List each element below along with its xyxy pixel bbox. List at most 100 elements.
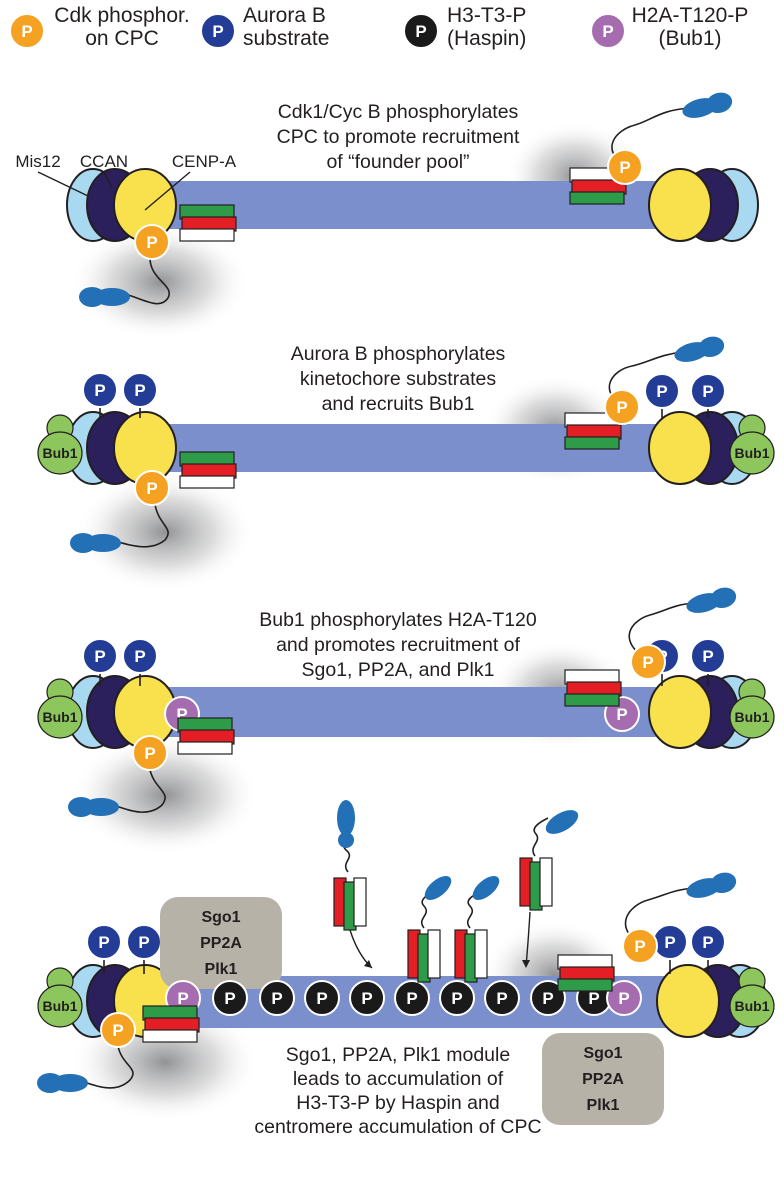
module-label: PP2A [582,1071,624,1088]
bub1: Bub1 [729,967,775,1028]
phospho-letter: P [361,989,372,1008]
aurora-phospho-icon [644,373,680,409]
legend-item-h3: P H3-T3-P (Haspin) [403,4,526,50]
bub1-label: Bub1 [735,998,770,1014]
ccan-label: CCAN [80,152,128,171]
cdk-phospho-icon [607,149,643,185]
cdk-phospho: P [607,149,643,185]
legend-label-line2: (Haspin) [447,27,526,50]
aurora-phospho: P [86,924,122,960]
aurora-phospho: P [122,638,158,674]
cenp-a [648,675,712,749]
h3-phospho: P [530,980,566,1016]
bub1-body [729,431,775,475]
aurora-phospho: P [690,373,726,409]
phospho-letter: P [702,933,713,952]
h3-phospho: P [484,980,520,1016]
phospho-letter: P [588,989,599,1008]
h3-phospho-icon [349,980,385,1016]
cpc-block [179,451,237,489]
panel-3: Bub1Bub1PPPPBub1 phosphorylates H2A-T120… [37,587,775,855]
aurora-phospho-icon [86,924,122,960]
phospho-letter: P [702,382,713,401]
module-label: Plk1 [205,961,238,978]
bub1-label: Bub1 [43,709,78,725]
cpc-linker [624,887,695,946]
cenp-a [648,411,712,485]
h3-phospho: P [304,980,340,1016]
cpc-linker [628,602,695,661]
cpc-strip [179,228,235,242]
cenp-a-label: CENP-A [172,152,237,171]
panel-caption-line: H3-T3-P by Haspin and [296,1092,499,1114]
cdk-phospho-icon [134,224,170,260]
aurora-phospho: P [82,372,118,408]
aurora-phospho-icon [690,638,726,674]
cpc-linker [117,503,169,548]
panel-caption-line: Cdk1/Cyc B phosphorylates [278,101,519,123]
cenp-a-pointer [144,171,191,211]
h2a-phospho-icon [590,13,626,49]
h3-phospho: P [439,980,475,1016]
panel-caption-line: and recruits Bub1 [322,393,475,415]
cpc-block [569,167,627,205]
module-label: Sgo1 [583,1045,622,1062]
cdk-phospho-icon [604,389,640,425]
cpc-block [557,954,615,992]
cpc-blob [706,92,733,114]
arrow-head [522,960,530,968]
module-box [542,1033,664,1125]
phospho-letter: P [618,989,629,1008]
phospho-letter: P [316,989,327,1008]
legend-label-line2: (Bub1) [658,27,721,50]
aurora-phospho-icon [82,638,118,674]
h3-phospho: P [259,980,295,1016]
h3-phospho-icon [530,980,566,1016]
aurora-phospho: P [690,638,726,674]
phospho-letter: P [146,233,157,252]
phospho-letter: P [642,653,653,672]
h3-phospho-icon [403,13,439,49]
legend-label-line1: Aurora B [243,4,326,27]
bub1-body [729,984,775,1028]
legend-label-line1: H3-T3-P [447,4,526,27]
cpc-blob [338,832,354,848]
cdk-phospho: P [604,389,640,425]
panel-caption-line: and promotes recruitment of [276,634,520,656]
h3-phospho-icon [394,980,430,1016]
h3-phospho-icon [259,980,295,1016]
legend-label-line1: Cdk phosphor. [54,4,189,27]
cpc-blob [79,287,105,307]
phospho-letter: P [451,989,462,1008]
panel-caption-line: Sgo1, PP2A, and Plk1 [302,659,495,681]
ccan-pointer [103,171,113,189]
legend-item-cdk: P Cdk phosphor. on CPC [9,4,190,50]
cdk-phospho-icon [134,470,170,506]
module-box [160,897,282,989]
cpc-blob [545,810,579,834]
phospho-letter: P [634,937,645,956]
kinetochore-left [66,675,177,749]
phospho-letter: P [406,989,417,1008]
cdk-phospho: P [630,644,666,680]
legend-item-aurora: P Aurora B substrate [200,4,329,50]
arrow-head [364,960,372,968]
phospho-letter: P [177,989,188,1008]
cpc-strip [539,857,553,907]
cpc-strip [177,741,233,755]
aurora-phospho: P [690,924,726,960]
bub1: Bub1 [729,414,775,475]
aurora-phospho: P [644,373,680,409]
cpc-shadow [70,224,250,340]
bub1-label: Bub1 [735,709,770,725]
cpc-strip [142,1029,198,1043]
cpc-blob [70,533,96,553]
aurora-phospho: P [652,924,688,960]
phospho-letter: P [702,647,713,666]
aurora-phospho-icon [122,638,158,674]
bub1-body [37,984,83,1028]
legend-icon-letter: P [212,22,223,41]
phospho-letter: P [94,647,105,666]
